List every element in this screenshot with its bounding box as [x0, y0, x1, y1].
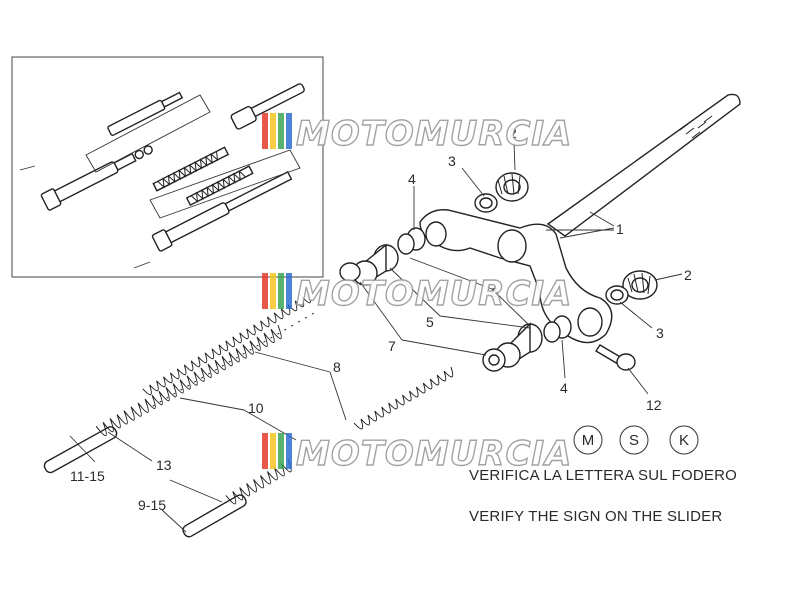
variant-s: S: [629, 432, 639, 449]
bolt: [595, 344, 636, 371]
label-12: 12: [646, 397, 662, 413]
label-2-right: 2: [684, 267, 692, 283]
bearing-top: [495, 172, 529, 202]
label-13: 13: [156, 457, 172, 473]
spring-middle: [353, 366, 454, 430]
watermark-text-top: MOTOMURCIA: [296, 114, 572, 154]
label-4-bottom: 4: [560, 380, 568, 396]
bushing-upper: [339, 243, 399, 286]
label-9-15: 9-15: [138, 497, 166, 513]
label-7: 7: [388, 338, 396, 354]
label-10: 10: [248, 400, 264, 416]
label-5: 5: [426, 314, 434, 330]
watermark-top: MOTOMURCIA: [262, 113, 572, 155]
seal-left: [397, 227, 426, 255]
label-2-top: 2: [509, 125, 517, 141]
spring-upper: [142, 292, 318, 407]
note-english: VERIFY THE SIGN ON THE SLIDER: [469, 508, 722, 525]
part-labels: 1 2 2 3 3 4 4 5 6 7 8 10 11-15 12 13 9-1…: [70, 125, 692, 513]
label-4-top: 4: [408, 171, 416, 187]
washer-right: [605, 285, 629, 305]
bushing-lower: [482, 322, 543, 372]
steering-stem: [419, 93, 741, 344]
label-3-top: 3: [448, 153, 456, 169]
seal-bottom: [543, 315, 572, 343]
label-1: 1: [616, 221, 624, 237]
leader-lines: [69, 141, 683, 533]
fork-tube-lower: [182, 459, 292, 538]
watermark-text-bottom: MOTOMURCIA: [296, 434, 572, 474]
variant-markers: M S K: [573, 425, 699, 455]
label-8: 8: [333, 359, 341, 375]
washer-top: [474, 193, 498, 213]
variant-k: K: [679, 432, 689, 449]
overview-inset: [11, 56, 324, 278]
note-italian: VERIFICA LA LETTERA SUL FODERO: [469, 467, 737, 484]
label-6: 6: [491, 284, 499, 300]
bearing-right: [622, 270, 658, 300]
watermark-bottom: MOTOMURCIA: [262, 433, 572, 475]
label-3-right: 3: [656, 325, 664, 341]
variant-m: M: [582, 432, 595, 449]
watermark-text-middle: MOTOMURCIA: [296, 274, 572, 314]
label-11-15: 11-15: [70, 468, 105, 484]
watermark-middle: MOTOMURCIA: [262, 273, 572, 315]
